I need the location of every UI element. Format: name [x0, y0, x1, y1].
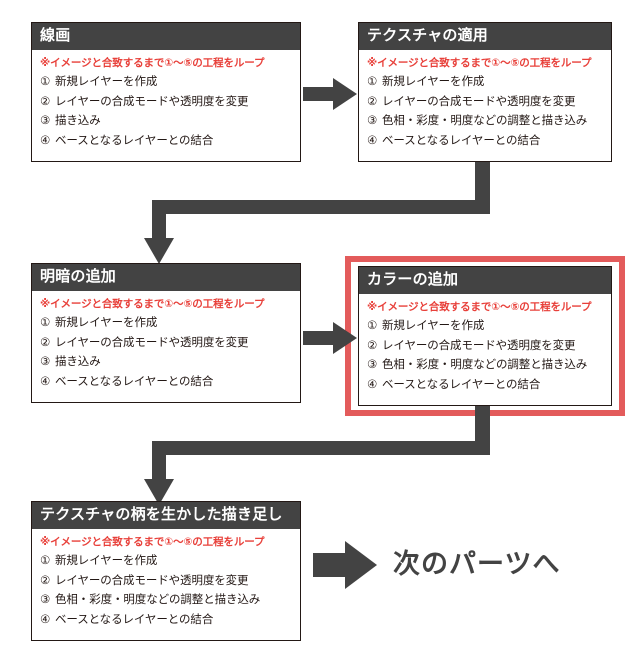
step-number: ③ — [40, 356, 51, 368]
connector-color-to-detail — [130, 403, 490, 521]
step-text: レイヤーの合成モードや透明度を変更 — [55, 95, 249, 108]
step-number: ③ — [40, 115, 51, 127]
step-number: ③ — [40, 594, 51, 606]
loop-note: ※イメージと合致するまで①～⑤の工程をループ — [40, 298, 265, 310]
list-item: ③ 色相・彩度・明度などの調整と描き込み — [367, 356, 603, 376]
list-item: ② レイヤーの合成モードや透明度を変更 — [40, 334, 292, 354]
step-text: 新規レイヤーを作成 — [55, 317, 158, 329]
step-number: ③ — [367, 115, 378, 127]
step-number: ④ — [40, 375, 51, 388]
list-item: ① 新規レイヤーを作成 — [367, 73, 603, 93]
step-number: ④ — [367, 134, 378, 147]
list-item: ② レイヤーの合成モードや透明度を変更 — [40, 572, 292, 592]
list-item: ① 新規レイヤーを作成 — [40, 552, 292, 572]
step-list-shading: ① 新規レイヤーを作成 ② レイヤーの合成モードや透明度を変更 ③ 描き込み ④ ベース… — [40, 314, 292, 392]
list-item: ③ 描き込み — [40, 112, 292, 132]
list-item: ④ ベースとなるレイヤーとの結合 — [40, 132, 292, 152]
step-list-color: ① 新規レイヤーを作成 ② レイヤーの合成モードや透明度を変更 ③ 色相・彩度・明度な… — [367, 317, 603, 395]
step-text: 色相・彩度・明度などの調整と描き込み — [382, 359, 588, 371]
step-number: ① — [367, 320, 378, 332]
step-list-detail: ① 新規レイヤーを作成 ② レイヤーの合成モードや透明度を変更 ③ 色相・彩度・明度な… — [40, 552, 292, 630]
step-text: ベースとなるレイヤーとの結合 — [55, 613, 214, 626]
arrow-line-art-to-texture — [303, 78, 357, 110]
list-item: ③ 描き込み — [40, 353, 292, 373]
step-box-detail: テクスチャの柄を生かした描き足し ※イメージと合致するまで①～⑤の工程をループ … — [31, 501, 301, 641]
step-list-line-art: ① 新規レイヤーを作成 ② レイヤーの合成モードや透明度を変更 ③ 描き込み ④ ベース… — [40, 73, 292, 151]
step-number: ③ — [367, 359, 378, 371]
loop-note: ※イメージと合致するまで①～⑤の工程をループ — [367, 57, 592, 69]
step-title-shading: 明暗の追加 — [32, 264, 300, 291]
next-part-label: 次のパーツへ — [393, 549, 561, 579]
list-item: ③ 色相・彩度・明度などの調整と描き込み — [367, 112, 603, 132]
step-number: ② — [40, 95, 51, 108]
step-number: ① — [367, 76, 378, 88]
step-number: ② — [367, 95, 378, 108]
step-title-texture: テクスチャの適用 — [359, 23, 611, 50]
step-body-line-art: ※イメージと合致するまで①～⑤の工程をループ ① 新規レイヤーを作成 ② レイヤーの… — [32, 50, 300, 158]
step-box-texture: テクスチャの適用 ※イメージと合致するまで①～⑤の工程をループ ① 新規レイヤーを… — [358, 22, 612, 162]
list-item: ④ ベースとなるレイヤーとの結合 — [367, 376, 603, 396]
step-box-line-art: 線画 ※イメージと合致するまで①～⑤の工程をループ ① 新規レイヤーを作成 ② レイ… — [31, 22, 301, 162]
loop-note: ※イメージと合致するまで①～⑤の工程をループ — [367, 301, 592, 313]
step-number: ① — [40, 76, 51, 88]
step-text: 色相・彩度・明度などの調整と描き込み — [382, 115, 588, 127]
list-item: ④ ベースとなるレイヤーとの結合 — [40, 373, 292, 393]
step-text: 新規レイヤーを作成 — [382, 76, 485, 88]
loop-note: ※イメージと合致するまで①～⑤の工程をループ — [40, 536, 265, 548]
step-text: ベースとなるレイヤーとの結合 — [382, 134, 541, 147]
list-item: ④ ベースとなるレイヤーとの結合 — [40, 611, 292, 631]
step-text: 新規レイヤーを作成 — [55, 76, 158, 88]
step-text: レイヤーの合成モードや透明度を変更 — [382, 95, 576, 108]
step-title-color: カラーの追加 — [359, 267, 611, 294]
step-box-shading: 明暗の追加 ※イメージと合致するまで①～⑤の工程をループ ① 新規レイヤーを作成 … — [31, 263, 301, 403]
step-body-texture: ※イメージと合致するまで①～⑤の工程をループ ① 新規レイヤーを作成 ② レイヤーの… — [359, 50, 611, 158]
step-number: ① — [40, 555, 51, 567]
step-number: ② — [40, 574, 51, 587]
step-number: ④ — [40, 134, 51, 147]
list-item: ④ ベースとなるレイヤーとの結合 — [367, 132, 603, 152]
step-text: レイヤーの合成モードや透明度を変更 — [382, 339, 576, 352]
list-item: ① 新規レイヤーを作成 — [40, 73, 292, 93]
arrow-shading-to-color — [303, 322, 357, 354]
connector-texture-to-shading — [130, 162, 490, 277]
list-item: ③ 色相・彩度・明度などの調整と描き込み — [40, 591, 292, 611]
step-text: 色相・彩度・明度などの調整と描き込み — [55, 594, 261, 606]
step-text: 描き込み — [55, 115, 101, 127]
list-item: ② レイヤーの合成モードや透明度を変更 — [367, 337, 603, 357]
step-box-color: カラーの追加 ※イメージと合致するまで①～⑤の工程をループ ① 新規レイヤーを作成… — [358, 266, 612, 406]
step-title-line-art: 線画 — [32, 23, 300, 50]
step-text: ベースとなるレイヤーとの結合 — [55, 375, 214, 388]
step-text: レイヤーの合成モードや透明度を変更 — [55, 336, 249, 349]
list-item: ① 新規レイヤーを作成 — [40, 314, 292, 334]
step-text: 新規レイヤーを作成 — [382, 320, 485, 332]
step-number: ① — [40, 317, 51, 329]
step-list-texture: ① 新規レイヤーを作成 ② レイヤーの合成モードや透明度を変更 ③ 色相・彩度・明度な… — [367, 73, 603, 151]
step-number: ② — [40, 336, 51, 349]
step-text: 新規レイヤーを作成 — [55, 555, 158, 567]
loop-note: ※イメージと合致するまで①～⑤の工程をループ — [40, 57, 265, 69]
step-body-detail: ※イメージと合致するまで①～⑤の工程をループ ① 新規レイヤーを作成 ② レイヤーの… — [32, 529, 300, 637]
list-item: ② レイヤーの合成モードや透明度を変更 — [367, 93, 603, 113]
list-item: ① 新規レイヤーを作成 — [367, 317, 603, 337]
step-number: ② — [367, 339, 378, 352]
step-body-color: ※イメージと合致するまで①～⑤の工程をループ ① 新規レイヤーを作成 ② レイヤーの… — [359, 294, 611, 402]
step-title-detail: テクスチャの柄を生かした描き足し — [32, 502, 300, 529]
list-item: ② レイヤーの合成モードや透明度を変更 — [40, 93, 292, 113]
step-number: ④ — [40, 613, 51, 626]
step-text: 描き込み — [55, 356, 101, 368]
step-text: レイヤーの合成モードや透明度を変更 — [55, 574, 249, 587]
step-text: ベースとなるレイヤーとの結合 — [382, 378, 541, 391]
step-text: ベースとなるレイヤーとの結合 — [55, 134, 214, 147]
step-body-shading: ※イメージと合致するまで①～⑤の工程をループ ① 新規レイヤーを作成 ② レイヤーの… — [32, 291, 300, 399]
step-number: ④ — [367, 378, 378, 391]
arrow-detail-to-next-part — [313, 541, 385, 589]
